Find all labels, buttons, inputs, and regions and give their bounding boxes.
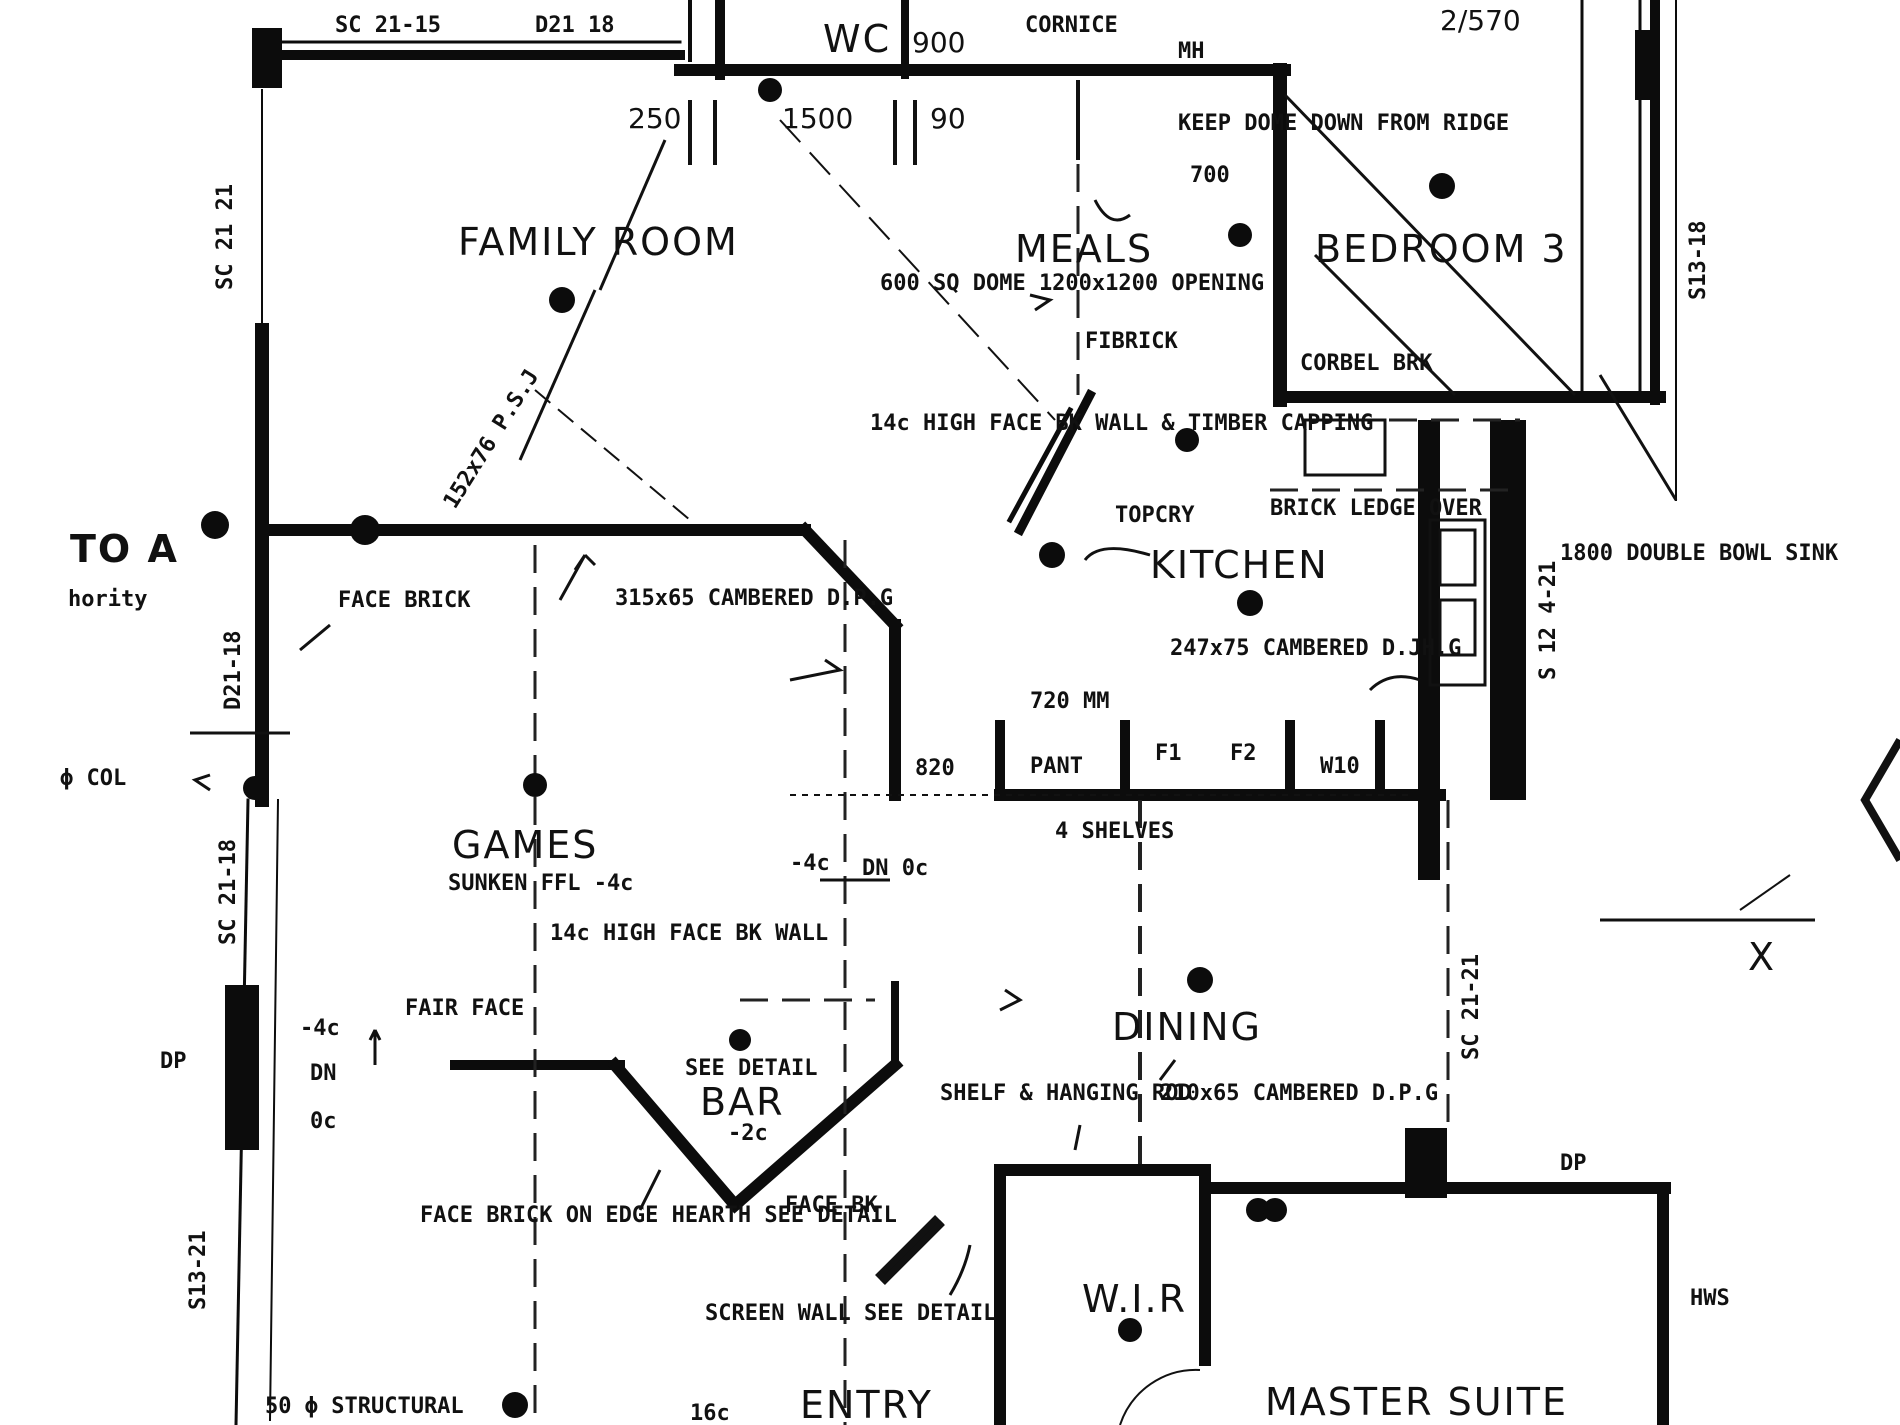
label-f1: F1 bbox=[1155, 741, 1182, 766]
room-bar-sub: -2c bbox=[728, 1121, 768, 1146]
label-keep-dome: KEEP DOME DOWN FROM RIDGE bbox=[1178, 111, 1509, 136]
light-points bbox=[201, 78, 1455, 1418]
label-sc21-left: SC 21 21 bbox=[213, 184, 238, 290]
room-family-room: FAMILY ROOM bbox=[458, 220, 739, 264]
label-hearth: FACE BRICK ON EDGE HEARTH SEE DETAIL bbox=[420, 1203, 897, 1228]
dim-700: 700 bbox=[1190, 163, 1230, 188]
dim-250: 250 bbox=[628, 102, 681, 135]
room-wir: W.I.R bbox=[1082, 1277, 1187, 1321]
label-zero: 0c bbox=[310, 1109, 337, 1134]
label-minus4: -4c bbox=[790, 851, 830, 876]
label-brick-ledge: BRICK LEDGE OVER bbox=[1270, 496, 1483, 521]
label-hority: hority bbox=[68, 587, 147, 612]
leader-arrows bbox=[191, 199, 1421, 1296]
label-s1321-kitchen: S 12 4-21 bbox=[1536, 561, 1561, 680]
label-sink: 1800 DOUBLE BOWL SINK bbox=[1560, 541, 1839, 566]
room-entry: ENTRY bbox=[800, 1383, 933, 1425]
label-hws: HWS bbox=[1690, 1286, 1730, 1311]
label-x-mark: X bbox=[1748, 935, 1776, 979]
label-s1318-right: S13-18 bbox=[1686, 221, 1711, 300]
label-sc2115: SC 21-15 bbox=[335, 13, 441, 38]
dim-90: 90 bbox=[930, 102, 966, 135]
label-fibrick: FIBRICK bbox=[1085, 329, 1178, 354]
label-dp-right: DP bbox=[1560, 1151, 1587, 1176]
label-w10: W10 bbox=[1320, 754, 1360, 779]
label-see-detail: SEE DETAIL bbox=[685, 1056, 817, 1081]
label-shelf-rod: SHELF & HANGING ROD bbox=[940, 1081, 1192, 1106]
kitchen-sink bbox=[1428, 518, 1487, 687]
label-dp: DP bbox=[160, 1049, 187, 1074]
label-mh: MH bbox=[1178, 39, 1205, 64]
label-beam-210: 210x65 CAMBERED D.P.G bbox=[1160, 1081, 1438, 1106]
label-dn: DN bbox=[310, 1061, 337, 1086]
label-2570: 2/570 bbox=[1440, 4, 1521, 37]
label-face-brick: FACE BRICK bbox=[338, 588, 471, 613]
label-beam-315: 315x65 CAMBERED D.P.G bbox=[615, 586, 893, 611]
label-topcry: TOPCRY bbox=[1115, 503, 1195, 528]
dim-900: 900 bbox=[912, 26, 965, 59]
dimension-labels: 250 1500 90 900 700 720 MM 820 bbox=[628, 26, 1230, 781]
label-d2118-left: D21-18 bbox=[221, 631, 246, 710]
annotations: SC 21-15 D21 18 SC 21 21 D21-18 SC 21-18… bbox=[60, 4, 1839, 1425]
label-beam-247: 247x75 CAMBERED D.JH.G bbox=[1170, 636, 1461, 661]
label-dome-opening: 600 SQ DOME 1200x1200 OPENING bbox=[880, 271, 1264, 296]
hot-plate bbox=[1303, 418, 1387, 477]
label-s1321-left: S13-21 bbox=[186, 1231, 211, 1310]
room-bedroom-3: BEDROOM 3 bbox=[1315, 227, 1568, 271]
label-face-wall-bar: 14c HIGH FACE BK WALL bbox=[550, 921, 828, 946]
label-sixteen: 16c bbox=[690, 1401, 730, 1425]
entry-door-swing bbox=[1119, 1368, 1201, 1425]
room-dining: DINING bbox=[1112, 1005, 1262, 1049]
label-corbel: CORBEL BRK bbox=[1300, 351, 1433, 376]
dimension-ticks bbox=[190, 80, 1815, 922]
room-labels: FAMILY ROOM MEALS BEDROOM 3 KITCHEN GAME… bbox=[448, 17, 1568, 1425]
label-sc2118-left: SC 21-18 bbox=[216, 839, 241, 945]
label-pantry: PANT bbox=[1030, 754, 1083, 779]
room-bar: BAR bbox=[700, 1080, 784, 1124]
north-arrow bbox=[1860, 737, 1900, 863]
label-fair-face: FAIR FACE bbox=[405, 996, 524, 1021]
label-screen-wall: SCREEN WALL SEE DETAIL bbox=[705, 1301, 996, 1326]
room-wc: WC bbox=[823, 17, 891, 61]
room-kitchen: KITCHEN bbox=[1150, 543, 1329, 587]
label-d2118-top: D21 18 bbox=[535, 13, 614, 38]
label-minus4-left: -4c bbox=[300, 1016, 340, 1041]
label-to-a: TO A bbox=[70, 527, 179, 571]
label-f2: F2 bbox=[1230, 741, 1257, 766]
label-face-wall-14: 14c HIGH FACE BK WALL & TIMBER CAPPING bbox=[870, 411, 1373, 436]
dim-820: 820 bbox=[915, 756, 955, 781]
walls bbox=[225, 0, 1677, 1425]
label-face-bk: FACE BK bbox=[785, 1193, 878, 1218]
label-col: ϕ COL bbox=[60, 766, 126, 791]
label-sc2121-dining: SC 21-21 bbox=[1459, 954, 1484, 1060]
dim-720mm: 720 MM bbox=[1030, 689, 1109, 714]
room-meals: MEALS bbox=[1015, 227, 1153, 271]
room-games: GAMES bbox=[452, 823, 598, 867]
label-dn-0: DN 0c bbox=[862, 856, 928, 881]
label-shelves: 4 SHELVES bbox=[1055, 819, 1174, 844]
label-structural: 50 ϕ STRUCTURAL bbox=[265, 1394, 464, 1419]
diagonal-markings bbox=[518, 93, 1678, 521]
label-cornice: CORNICE bbox=[1025, 13, 1118, 38]
room-master-suite: MASTER SUITE bbox=[1265, 1380, 1568, 1424]
dim-1500: 1500 bbox=[782, 102, 853, 135]
room-games-sub: SUNKEN FFL -4c bbox=[448, 871, 633, 896]
